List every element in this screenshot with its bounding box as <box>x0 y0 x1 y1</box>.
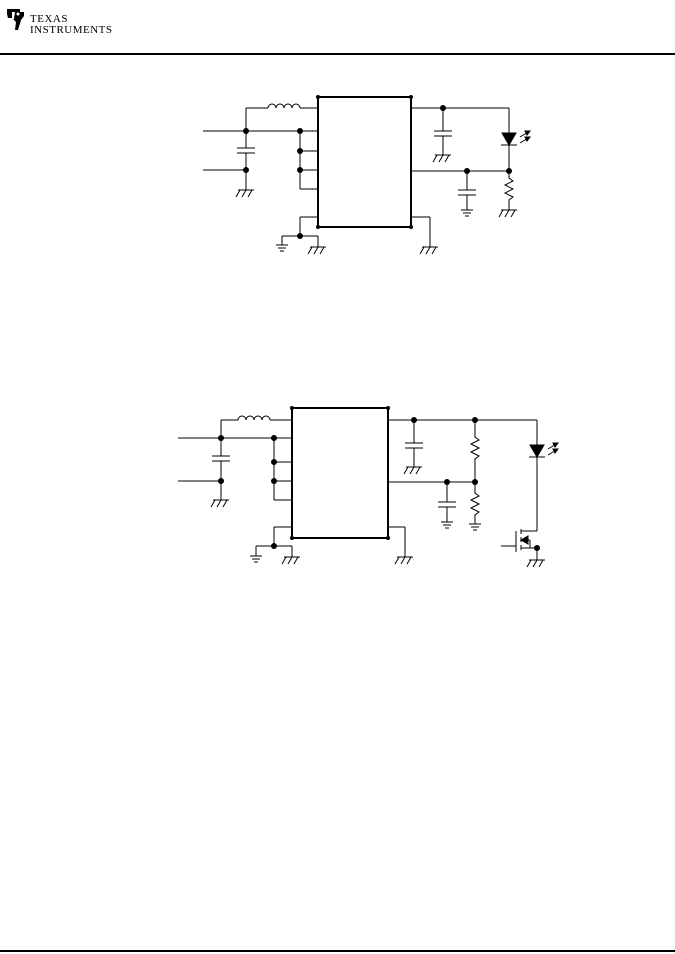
chassis-ground <box>403 466 422 475</box>
company-name-line2: Instruments <box>30 24 113 36</box>
ti-logo-icon <box>7 9 24 30</box>
chassis-ground <box>210 499 229 508</box>
signal-ground <box>469 523 481 531</box>
chassis-ground <box>235 189 254 198</box>
divider-resistor-top <box>469 420 481 482</box>
footer-rule <box>0 950 675 952</box>
led-diode <box>501 132 517 146</box>
led-emission-arrows <box>547 442 559 456</box>
signal-ground <box>441 521 453 529</box>
mosfet-switch <box>501 528 540 560</box>
ti-logo: Texas Instruments <box>4 6 114 36</box>
signal-ground <box>250 555 262 563</box>
chassis-ground <box>526 559 545 568</box>
ic-body <box>317 96 412 228</box>
chassis-ground <box>394 556 413 565</box>
ic-body <box>291 407 389 539</box>
led-diode <box>529 444 545 458</box>
led-emission-arrows <box>519 130 531 144</box>
inductor <box>237 415 271 421</box>
chassis-ground <box>307 246 326 255</box>
figure-2-schematic <box>178 406 559 568</box>
company-name-line1: Texas <box>30 13 68 25</box>
company-name: Texas Instruments <box>30 14 113 36</box>
chassis-ground <box>498 209 517 218</box>
header-rule <box>0 53 675 55</box>
sense-resistor <box>503 171 515 210</box>
signal-ground <box>276 244 288 252</box>
figure-1-schematic <box>203 95 531 255</box>
chassis-ground <box>281 556 300 565</box>
divider-resistor-bottom <box>469 482 481 524</box>
chassis-ground <box>419 246 438 255</box>
chassis-ground <box>432 154 451 163</box>
signal-ground <box>461 209 473 217</box>
inductor <box>267 103 301 109</box>
